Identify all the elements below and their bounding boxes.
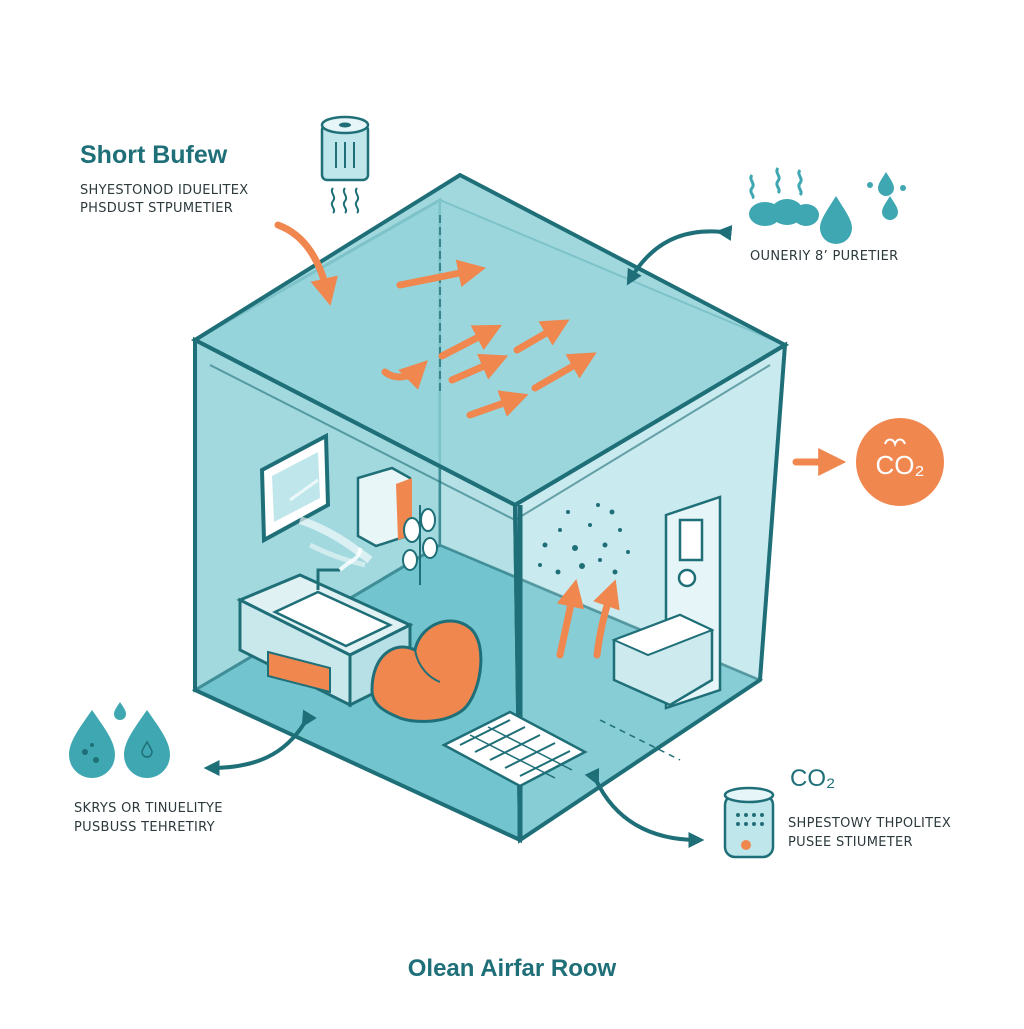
bottom-left-line-1: SKRYS OR TINUELITYE — [74, 801, 223, 816]
airflow-arrow-up — [593, 579, 620, 659]
airflow-arrow-up — [556, 579, 585, 659]
bottom-right-line-2: PUSEE STIUMETER — [788, 835, 913, 850]
airflow-arrow — [513, 319, 570, 354]
airflow-arrow — [531, 352, 597, 392]
cloud-icon — [749, 199, 819, 226]
toilet-icon — [611, 495, 722, 710]
co2-badge-icon: CO₂ — [856, 418, 944, 506]
air-stream — [298, 516, 373, 568]
droplets-icon — [867, 172, 906, 220]
connector-arrow-bottom-right — [584, 767, 705, 848]
particle-cloud — [538, 503, 630, 575]
co2-badge-label: CO₂ — [875, 450, 924, 480]
co2-sensor-icon — [723, 786, 775, 859]
tv-icon — [259, 432, 331, 544]
water-drop-icon — [820, 196, 852, 244]
airflow-arrow — [381, 360, 428, 390]
airflow-arrow — [438, 324, 502, 360]
bottom-right-line-1: SHPESTOWY THPOLITEX — [788, 816, 952, 831]
steam-icon — [749, 167, 803, 200]
top-right-caption: OUNERIY 8’ PURETIER — [750, 249, 899, 264]
top-left-line-2: PHSDUST STPUMETIER — [80, 201, 234, 216]
sofa-icon — [370, 619, 483, 723]
vent-grille-icon — [441, 710, 588, 788]
water-drops-icon — [69, 702, 170, 778]
top-left-line-1: SHYESTONOD IDUELITEX — [80, 183, 249, 198]
airflow-arrows — [274, 221, 847, 659]
connector-arrow-top-right — [626, 224, 733, 286]
air-purifier-icon — [320, 115, 370, 214]
footer-title: Olean Airfar Roow — [407, 955, 617, 982]
airflow-arrow-inlet — [274, 221, 338, 306]
plant-icon — [402, 505, 438, 585]
airflow-arrow — [466, 390, 529, 419]
bottom-right-heading: CO₂ — [790, 765, 836, 792]
connector-arrow-bottom-left — [203, 709, 317, 776]
top-left-heading: Short Bufew — [80, 141, 228, 169]
connector-arrows — [203, 224, 733, 848]
bottom-left-line-2: PUSBUSS TEHRETIRY — [74, 820, 215, 835]
airflow-arrow — [448, 353, 509, 384]
airflow-arrow — [396, 259, 486, 289]
